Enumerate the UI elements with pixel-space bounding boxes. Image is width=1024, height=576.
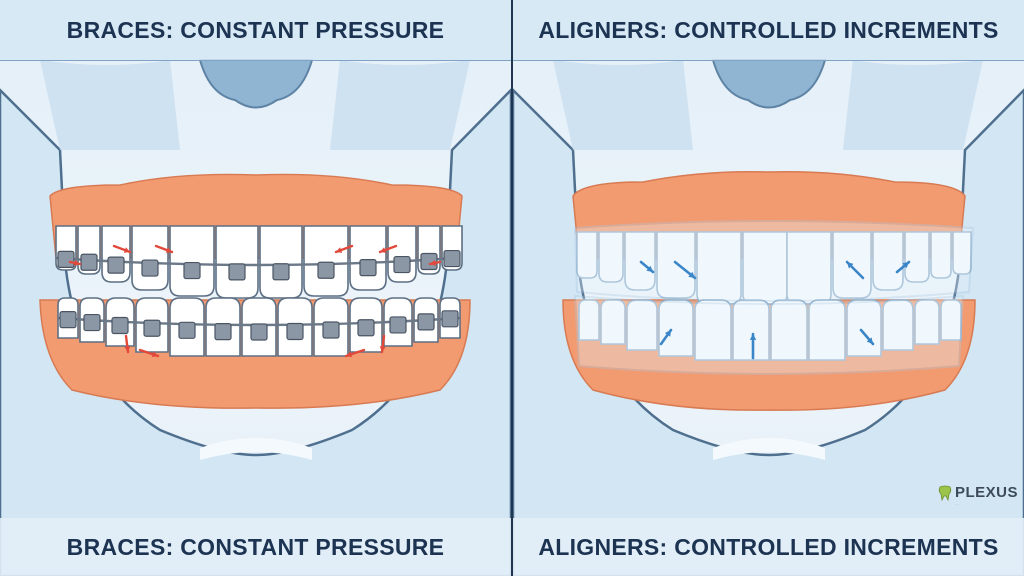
aligners-panel: ALIGNERS: CONTROLLED INCREMENTS ALIGNERS… [513, 0, 1024, 576]
lower-tooth [658, 299, 694, 357]
lower-tooth [694, 299, 732, 361]
brand-name: PLEXUS [954, 484, 1018, 501]
blue-movement-arrow-icon [845, 260, 865, 280]
braces-brackets-and-wire [55, 249, 461, 341]
brand-logo: PLEXUS ... [937, 484, 1018, 506]
bracket [141, 259, 159, 277]
bracket [143, 319, 161, 337]
bracket [286, 322, 304, 341]
upper-tooth [930, 231, 952, 279]
red-pressure-arrow-icon [428, 259, 442, 266]
bracket [359, 259, 377, 277]
blue-movement-arrow-icon [673, 260, 697, 280]
blue-movement-arrow-icon [639, 260, 655, 274]
aligners-header: ALIGNERS: CONTROLLED INCREMENTS [513, 0, 1024, 61]
red-pressure-arrow-icon [378, 244, 398, 254]
pressure-arrows [68, 244, 442, 358]
braces-footer-title: BRACES: CONSTANT PRESSURE [66, 533, 445, 560]
bracket [250, 323, 268, 341]
bracket [59, 311, 77, 329]
bracket [417, 313, 435, 331]
aligners-header-title: ALIGNERS: CONTROLLED INCREMENTS [538, 16, 999, 43]
aligners-footer-title: ALIGNERS: CONTROLLED INCREMENTS [538, 533, 999, 560]
nasal-cavity [198, 59, 314, 109]
blue-movement-arrow-icon [659, 328, 673, 346]
bracket [443, 249, 461, 268]
upper-tooth [349, 225, 387, 291]
jaw-shadow-right [330, 60, 470, 150]
red-pressure-arrow-icon [112, 244, 132, 254]
red-pressure-arrow-icon [379, 334, 386, 354]
chin-highlight [713, 438, 825, 460]
jaw-shadow [553, 60, 693, 150]
braces-panel: BRACES: CONSTANT PRESSURE BRACES: CONSTA… [0, 0, 511, 576]
bracket [183, 261, 201, 280]
bracket [214, 323, 232, 341]
braces-footer: BRACES: CONSTANT PRESSURE [0, 518, 511, 576]
upper-tooth [872, 231, 904, 291]
blue-movement-arrow-icon [749, 332, 757, 360]
red-pressure-arrow-icon [344, 348, 366, 358]
bracket [393, 255, 411, 274]
blue-movement-arrow-icon [895, 260, 911, 274]
bracket [111, 316, 129, 335]
upper-aligner-tray [573, 220, 975, 302]
red-pressure-arrow-icon [138, 348, 160, 358]
bracket [57, 250, 75, 268]
blue-movement-arrow-icon [859, 328, 875, 346]
jaw-shadow-right [843, 60, 983, 150]
aligners-illustration [513, 59, 1024, 576]
lower-tooth [882, 299, 914, 351]
upper-tooth [952, 231, 972, 275]
red-pressure-arrow-icon [68, 259, 82, 266]
upper-tooth [598, 231, 624, 283]
movement-arrows [639, 260, 911, 360]
bracket [357, 319, 375, 337]
braces-header: BRACES: CONSTANT PRESSURE [0, 0, 511, 61]
lower-tooth [808, 299, 846, 361]
upper-tooth [576, 231, 598, 279]
upper-tooth [303, 225, 349, 297]
aligners-footer: ALIGNERS: CONTROLLED INCREMENTS [513, 518, 1024, 576]
bracket [322, 321, 340, 339]
upper-tooth [696, 231, 742, 305]
nasal-cavity [711, 59, 827, 109]
red-pressure-arrow-icon [154, 244, 174, 254]
lower-aligner-tray [573, 294, 965, 375]
bracket [389, 316, 407, 334]
bracket [272, 263, 290, 281]
bracket [228, 263, 246, 281]
lower-tooth [732, 299, 770, 361]
bracket [80, 253, 98, 271]
bracket [83, 313, 101, 332]
bracket [317, 261, 335, 279]
red-pressure-arrow-icon [124, 334, 131, 354]
tooth-logo-icon [938, 485, 952, 501]
bracket [441, 310, 459, 328]
jaw-shadow [40, 60, 180, 150]
upper-tooth [169, 225, 215, 297]
red-pressure-arrow-icon [334, 244, 354, 254]
lower-tooth [626, 299, 658, 351]
lower-tooth [600, 299, 626, 345]
braces-illustration [0, 59, 511, 576]
chin-highlight [200, 438, 312, 460]
lower-tooth [914, 299, 940, 345]
lower-tooth [578, 299, 600, 341]
brand-tagline: ... [954, 501, 960, 506]
panel-divider [511, 0, 513, 576]
upper-tooth [131, 225, 169, 291]
upper-tooth [215, 225, 259, 299]
upper-tooth [387, 225, 417, 283]
bracket [107, 256, 125, 274]
upper-tooth [259, 225, 303, 299]
upper-tooth [904, 231, 930, 283]
lower-tooth [940, 299, 962, 341]
upper-tooth [624, 231, 656, 291]
bracket [178, 321, 196, 339]
upper-tooth [656, 231, 696, 299]
braces-header-title: BRACES: CONSTANT PRESSURE [66, 16, 445, 43]
lower-tooth [770, 299, 808, 361]
clear-aligner-tray [573, 220, 975, 375]
